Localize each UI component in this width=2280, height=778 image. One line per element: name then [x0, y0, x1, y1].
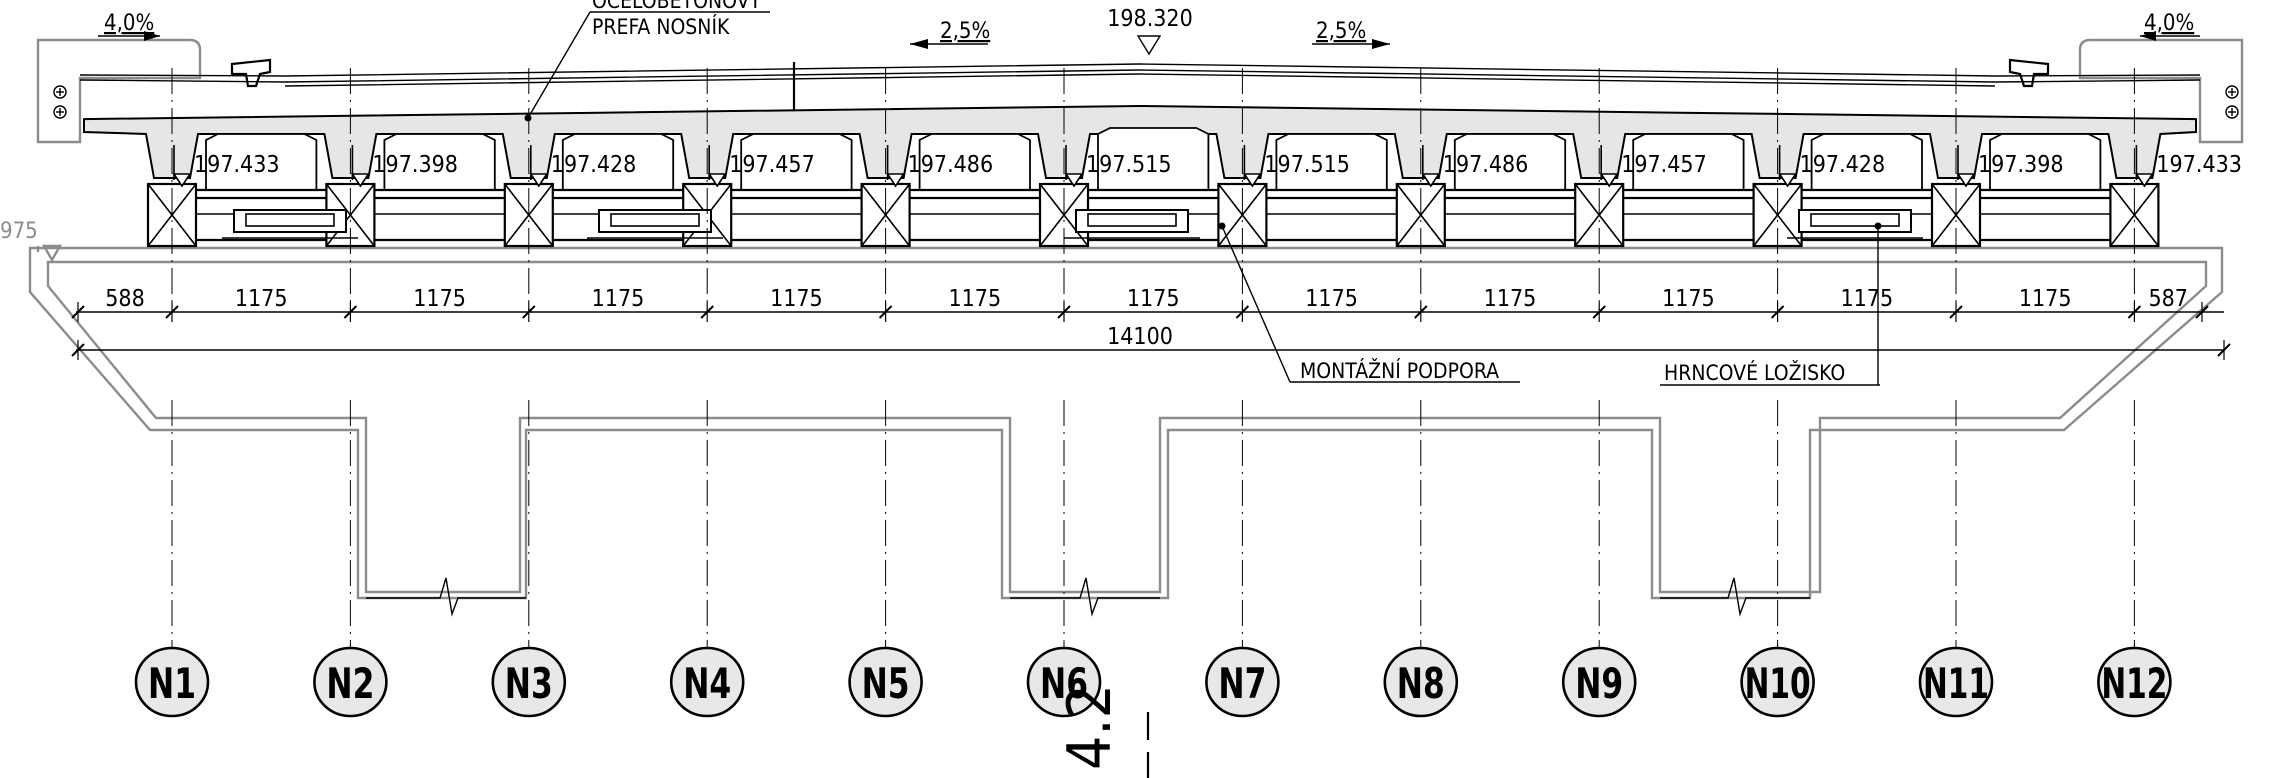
grid-line-n2: N2	[313, 68, 388, 718]
svg-text:198.320: 198.320	[1107, 6, 1193, 32]
grid-label-3: N3	[505, 659, 553, 708]
dimension-1: 588	[105, 286, 145, 312]
bearing-level-1: 197.433	[194, 152, 280, 178]
dimension-9: 1175	[1484, 286, 1537, 312]
pot-bearing-2	[587, 209, 723, 239]
grid-line-n9: N9	[1561, 68, 1637, 718]
grid-label-4: N4	[683, 659, 731, 708]
dimension-2: 1175	[235, 286, 288, 312]
grid-label-7: N7	[1218, 659, 1266, 708]
dimension-11: 1175	[1840, 286, 1893, 312]
bearing-level-5: 197.486	[908, 152, 994, 178]
bearing-level-6: 197.515	[1086, 152, 1172, 178]
bearing-level-11: 197.398	[1978, 152, 2064, 178]
grid-label-1: N1	[148, 659, 196, 708]
bearing-level-3: 197.428	[551, 152, 637, 178]
grid-label-6: N6	[1040, 659, 1088, 708]
dimension-12: 1175	[2019, 286, 2072, 312]
dimension-10: 1175	[1662, 286, 1715, 312]
dimension-4: 1175	[592, 286, 645, 312]
left-edge-cap	[36, 38, 272, 144]
svg-text:2,5%: 2,5%	[940, 19, 990, 44]
deck-slab	[83, 104, 2197, 242]
grid-line-n4: N4	[669, 68, 745, 718]
svg-text:975: 975	[0, 219, 38, 244]
slope-right-deck: 2,5%	[1312, 19, 1390, 49]
section-mark: 4.2	[1055, 684, 1150, 778]
crown-level: 198.320	[1107, 6, 1193, 56]
bearing-level-7: 197.515	[1264, 152, 1350, 178]
grid-line-n1: N1	[134, 68, 210, 718]
grid-label-5: N5	[862, 659, 910, 708]
support-box-4: 197.457	[682, 145, 815, 248]
pot-bearing-callout: HRNCOVÉ LOŽISKO	[1660, 222, 1882, 386]
svg-text:4.2: 4.2	[1055, 684, 1125, 770]
svg-text:2,5%: 2,5%	[1316, 19, 1366, 44]
svg-text:HRNCOVÉ LOŽISKO: HRNCOVÉ LOŽISKO	[1664, 360, 1845, 385]
bearing-level-9: 197.457	[1621, 152, 1707, 178]
bearing-level-12: 197.433	[2156, 152, 2242, 178]
svg-text:MONTÁŽNÍ PODPORA: MONTÁŽNÍ PODPORA	[1300, 358, 1499, 383]
pier-cap	[28, 246, 2224, 600]
grid-axes: N1 N2 N3 N4 N5 N6 N7 N8 N9 N10 N11 N12	[134, 68, 2172, 718]
dimension-total: 14100	[1107, 324, 1173, 350]
dimension-6: 1175	[948, 286, 1001, 312]
column-breaks	[366, 577, 1810, 617]
grid-line-n7: N7	[1205, 68, 1280, 718]
slope-right-cantilever: 4,0%	[2140, 11, 2200, 41]
bearing-level-8: 197.486	[1443, 152, 1529, 178]
svg-text:OCELOBETONOVÝ: OCELOBETONOVÝ	[592, 0, 761, 13]
grid-line-n10: N10	[1740, 68, 1815, 718]
grid-label-10: N10	[1745, 659, 1811, 708]
dimension-chain: 14100 588 1175 1175 1175 1175 1175 1175 1175 117…	[71, 286, 2231, 360]
grid-line-n8: N8	[1383, 68, 1459, 718]
grid-line-n5: N5	[848, 68, 923, 718]
grid-line-n12: N12	[2097, 68, 2172, 718]
slope-left-cantilever: 4,0%	[98, 11, 160, 41]
grid-line-n3: N3	[491, 68, 567, 718]
beam-type-callout: OCELOBETONOVÝ PREFA NOSNÍK	[524, 0, 770, 122]
dimension-8: 1175	[1305, 286, 1358, 312]
right-edge-cap	[2008, 38, 2244, 144]
pot-bearing-3	[1064, 209, 1200, 239]
bearing-level-2: 197.398	[372, 152, 458, 178]
bearing-level-4: 197.457	[729, 152, 815, 178]
dimension-7: 1175	[1127, 286, 1180, 312]
svg-text:PREFA NOSNÍK: PREFA NOSNÍK	[592, 14, 730, 39]
grid-label-2: N2	[326, 659, 374, 708]
bearing-level-10: 197.428	[1800, 152, 1886, 178]
grid-label-11: N11	[1923, 659, 1989, 708]
grid-line-n6: N6	[1026, 68, 1102, 718]
grid-label-8: N8	[1397, 659, 1445, 708]
dimension-5: 1175	[770, 286, 823, 312]
svg-text:4,0%: 4,0%	[2144, 11, 2194, 36]
dimension-13: 587	[2148, 286, 2188, 312]
mounting-support-callout: MONTÁŽNÍ PODPORA	[1218, 222, 1520, 383]
grid-label-12: N12	[2101, 659, 2167, 708]
grid-label-9: N9	[1575, 659, 1623, 708]
left-edge-level: 975	[0, 219, 63, 263]
pot-bearing-1	[222, 209, 358, 239]
deck-surface	[79, 62, 2201, 124]
dimension-3: 1175	[413, 286, 466, 312]
slope-left-deck: 2,5%	[910, 19, 990, 49]
pot-bearing-4	[1787, 209, 1923, 239]
grid-line-n11: N11	[1918, 68, 1994, 718]
